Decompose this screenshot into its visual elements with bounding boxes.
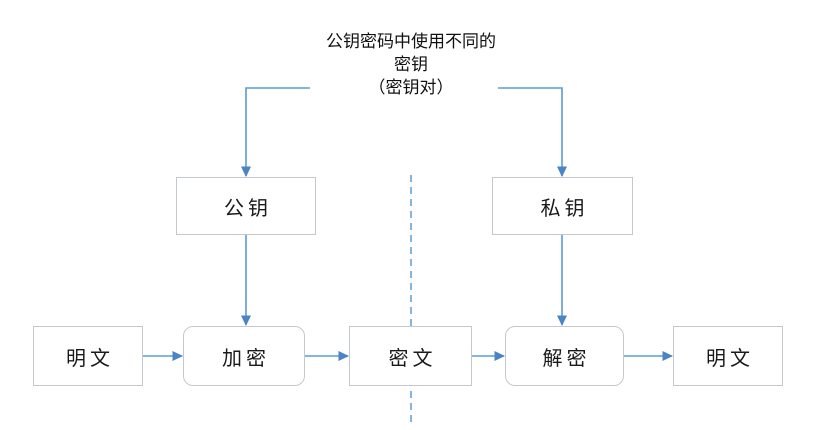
node-private-key: 私钥 xyxy=(492,177,633,235)
node-ciphertext: 密文 xyxy=(349,326,472,386)
node-plaintext-output: 明文 xyxy=(673,326,783,386)
connector-annotation-to-private-key xyxy=(498,87,567,177)
connector-annotation-to-public-key xyxy=(241,87,310,177)
node-plaintext-input: 明文 xyxy=(33,326,143,386)
annotation-line-2: 密钥 xyxy=(394,55,428,75)
annotation-line-1: 公钥密码中使用不同的 xyxy=(326,32,496,52)
node-decrypt: 解密 xyxy=(505,326,624,386)
annotation-line-3: （密钥对） xyxy=(368,78,454,98)
node-encrypt: 加密 xyxy=(183,326,305,386)
node-public-key: 公钥 xyxy=(176,177,316,235)
annotation-key-pair: 公钥密码中使用不同的 密钥 （密钥对） xyxy=(271,31,551,100)
